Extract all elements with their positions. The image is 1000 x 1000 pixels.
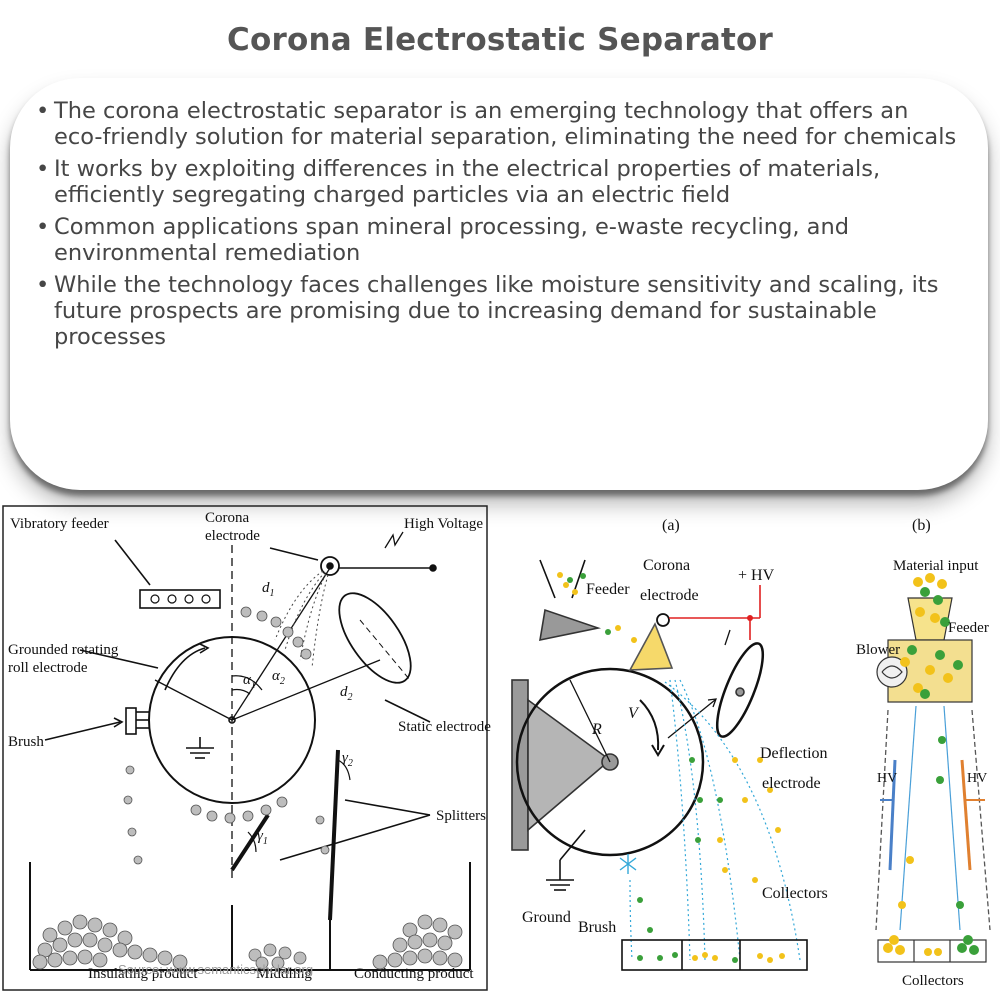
- label-collectors-a: Collectors: [762, 885, 828, 902]
- diagram-b: [875, 597, 991, 963]
- hv-wires: [669, 585, 761, 640]
- label-alpha1: α1: [243, 672, 256, 691]
- panel-b-label: (b): [912, 517, 931, 534]
- roll-leader: [79, 649, 159, 669]
- label-alpha2: α2: [272, 668, 285, 687]
- label-corona: Corona: [205, 510, 250, 526]
- bullet-list: •The corona electrostatic separator is a…: [32, 98, 962, 356]
- panel-a-label: (a): [662, 517, 680, 534]
- bullet-dot: •: [36, 156, 50, 182]
- label-electrode: electrode: [205, 528, 260, 544]
- label-electrode-a: electrode: [640, 587, 699, 604]
- separator-figure: Vibratory feeder Corona electrode High V…: [0, 500, 1000, 1000]
- label-vibratory-feeder: Vibratory feeder: [10, 516, 109, 532]
- label-hv-left: HV: [877, 771, 897, 786]
- bullet-dot: •: [36, 214, 50, 240]
- rotation-arrow: [164, 647, 206, 691]
- label-splitters: Splitters: [436, 808, 486, 824]
- hv-plate-right: [960, 759, 972, 871]
- bullet-item: •While the technology faces challenges l…: [32, 272, 962, 350]
- bullet-text: While the technology faces challenges li…: [54, 272, 939, 350]
- bullet-item: •The corona electrostatic separator is a…: [32, 98, 962, 150]
- feeder-hopper: [539, 559, 586, 599]
- label-r: R: [591, 721, 602, 738]
- bullet-dot: •: [36, 98, 50, 124]
- feeder-holes: [150, 594, 211, 604]
- label-blower: Blower: [856, 642, 900, 658]
- corona-radius: [231, 567, 331, 721]
- label-ground: Ground: [522, 909, 571, 926]
- hv-plate-left: [888, 759, 897, 871]
- splitter-2: [328, 749, 340, 921]
- static-leader: [384, 699, 431, 723]
- label-hv-a: + HV: [738, 567, 775, 584]
- label-grounded-rotating: Grounded rotating: [8, 642, 119, 658]
- label-insulating-product: Insulating product: [88, 966, 198, 982]
- wall-block: [511, 679, 529, 851]
- trajectories: [629, 679, 801, 961]
- label-deflection-electrode: electrode: [762, 775, 821, 792]
- label-conducting-product: Conducting product: [354, 966, 474, 982]
- roll-support: [527, 698, 612, 832]
- label-middling: Middling: [256, 966, 312, 982]
- diagram-a: [511, 559, 808, 971]
- label-feeder-b: Feeder: [948, 620, 989, 636]
- collector-bins: [621, 939, 808, 971]
- brush-leader: [44, 721, 121, 741]
- label-feeder-a: Feeder: [586, 581, 630, 598]
- deflection-electrode: [715, 642, 765, 738]
- bullet-item: •It works by exploiting differences in t…: [32, 156, 962, 208]
- label-collectors-b: Collectors: [902, 973, 964, 989]
- label-material-input: Material input: [893, 558, 979, 574]
- label-gamma1: γ1: [257, 828, 268, 847]
- bullet-text: Common applications span mineral process…: [54, 214, 849, 266]
- vibratory-feeder-box: [139, 589, 221, 609]
- label-v: V: [628, 705, 640, 722]
- bullet-text: The corona electrostatic separator is an…: [54, 98, 957, 150]
- left-particles: [32, 606, 463, 970]
- corona-leader: [269, 547, 319, 561]
- page-title: Corona Electrostatic Separator: [227, 22, 773, 58]
- label-brush: Brush: [8, 734, 44, 750]
- bullet-dot: •: [36, 272, 50, 298]
- corona-electrode: [320, 556, 340, 576]
- label-d2: d2: [340, 684, 353, 703]
- feeder-chute: [539, 608, 602, 642]
- blower-icon: [876, 656, 908, 688]
- label-deflection: Deflection: [760, 745, 828, 762]
- label-roll-electrode: roll electrode: [8, 660, 88, 676]
- splitter-1: [230, 813, 270, 872]
- label-hv-right: HV: [967, 771, 987, 786]
- roll-radius: [154, 679, 233, 721]
- label-high-voltage: High Voltage: [404, 516, 483, 532]
- particles-b: [883, 573, 979, 956]
- brush-star-icon: [619, 854, 637, 874]
- label-brush-a: Brush: [578, 919, 616, 936]
- splitter-leader-2: [279, 814, 431, 861]
- diagram-left: [2, 505, 488, 991]
- label-d1: d1: [262, 580, 275, 599]
- brush-block: [125, 707, 137, 735]
- bullet-text: It works by exploiting differences in th…: [54, 156, 881, 208]
- diagram-left-frame: [2, 505, 488, 991]
- source-watermark: Source: www.semanticscholar.org: [118, 962, 313, 977]
- particles-a: [557, 572, 785, 963]
- corona-electrode-a: [656, 613, 670, 627]
- high-voltage-icon: [384, 531, 404, 549]
- corona-spray: [274, 570, 329, 669]
- label-corona-a: Corona: [643, 557, 690, 574]
- bullet-item: •Common applications span mineral proces…: [32, 214, 962, 266]
- roll-a: [515, 667, 705, 857]
- label-static-electrode: Static electrode: [398, 719, 491, 735]
- feeder-leader: [114, 539, 151, 586]
- corona-cone: [628, 622, 674, 671]
- static-radius: [231, 659, 381, 721]
- label-gamma2: γ2: [342, 750, 353, 769]
- splitter-leader-1: [344, 799, 431, 816]
- static-electrode: [338, 592, 412, 684]
- summary-card: [10, 78, 988, 490]
